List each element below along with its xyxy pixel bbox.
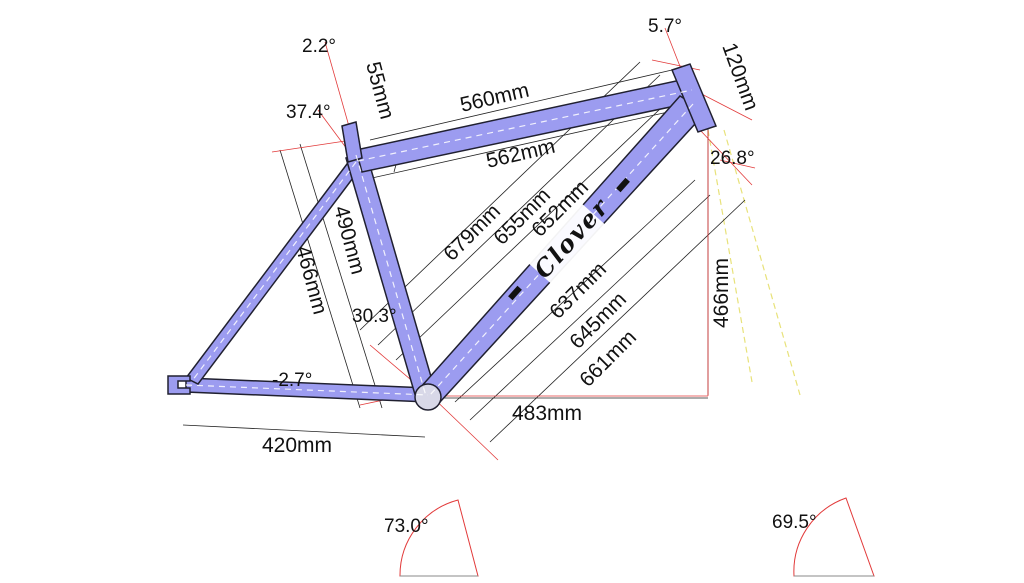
dimension-lines xyxy=(182,61,746,443)
decal-band-upper xyxy=(616,177,630,193)
decal-white xyxy=(518,194,618,296)
seat-tube-angle-indicator: 73.0° xyxy=(384,499,479,577)
dim-seat-extension: 55mm xyxy=(361,59,398,121)
rear-dropout xyxy=(167,375,191,395)
dim-seat-tube-ct: 466mm xyxy=(291,243,331,317)
head-tube xyxy=(670,63,718,133)
dim-stack: 466mm xyxy=(710,258,733,328)
angle-head-lower: 26.8° xyxy=(710,148,755,169)
dim-chainstay: 420mm xyxy=(262,434,332,457)
angle-seat-stay: 37.4° xyxy=(286,102,331,123)
dim-head-tube: 120mm xyxy=(717,40,763,114)
seat-tube-angle-label: 73.0° xyxy=(384,516,429,537)
head-tube-angle-label: 69.5° xyxy=(772,512,817,533)
bottom-bracket xyxy=(414,383,442,411)
fork-hint xyxy=(707,129,801,396)
angle-head-offset: 5.7° xyxy=(648,16,682,37)
dim-bb-to-fork: 483mm xyxy=(512,402,582,425)
decal-band-lower xyxy=(508,285,522,301)
angle-chainstay: -2.7° xyxy=(272,370,312,391)
seat-cluster xyxy=(341,121,363,163)
angle-bb: 30.3° xyxy=(352,306,397,327)
head-tube-angle-indicator: 69.5° xyxy=(772,497,875,577)
angle-seat-offset: 2.2° xyxy=(302,36,336,57)
tube-centerlines xyxy=(185,89,694,397)
